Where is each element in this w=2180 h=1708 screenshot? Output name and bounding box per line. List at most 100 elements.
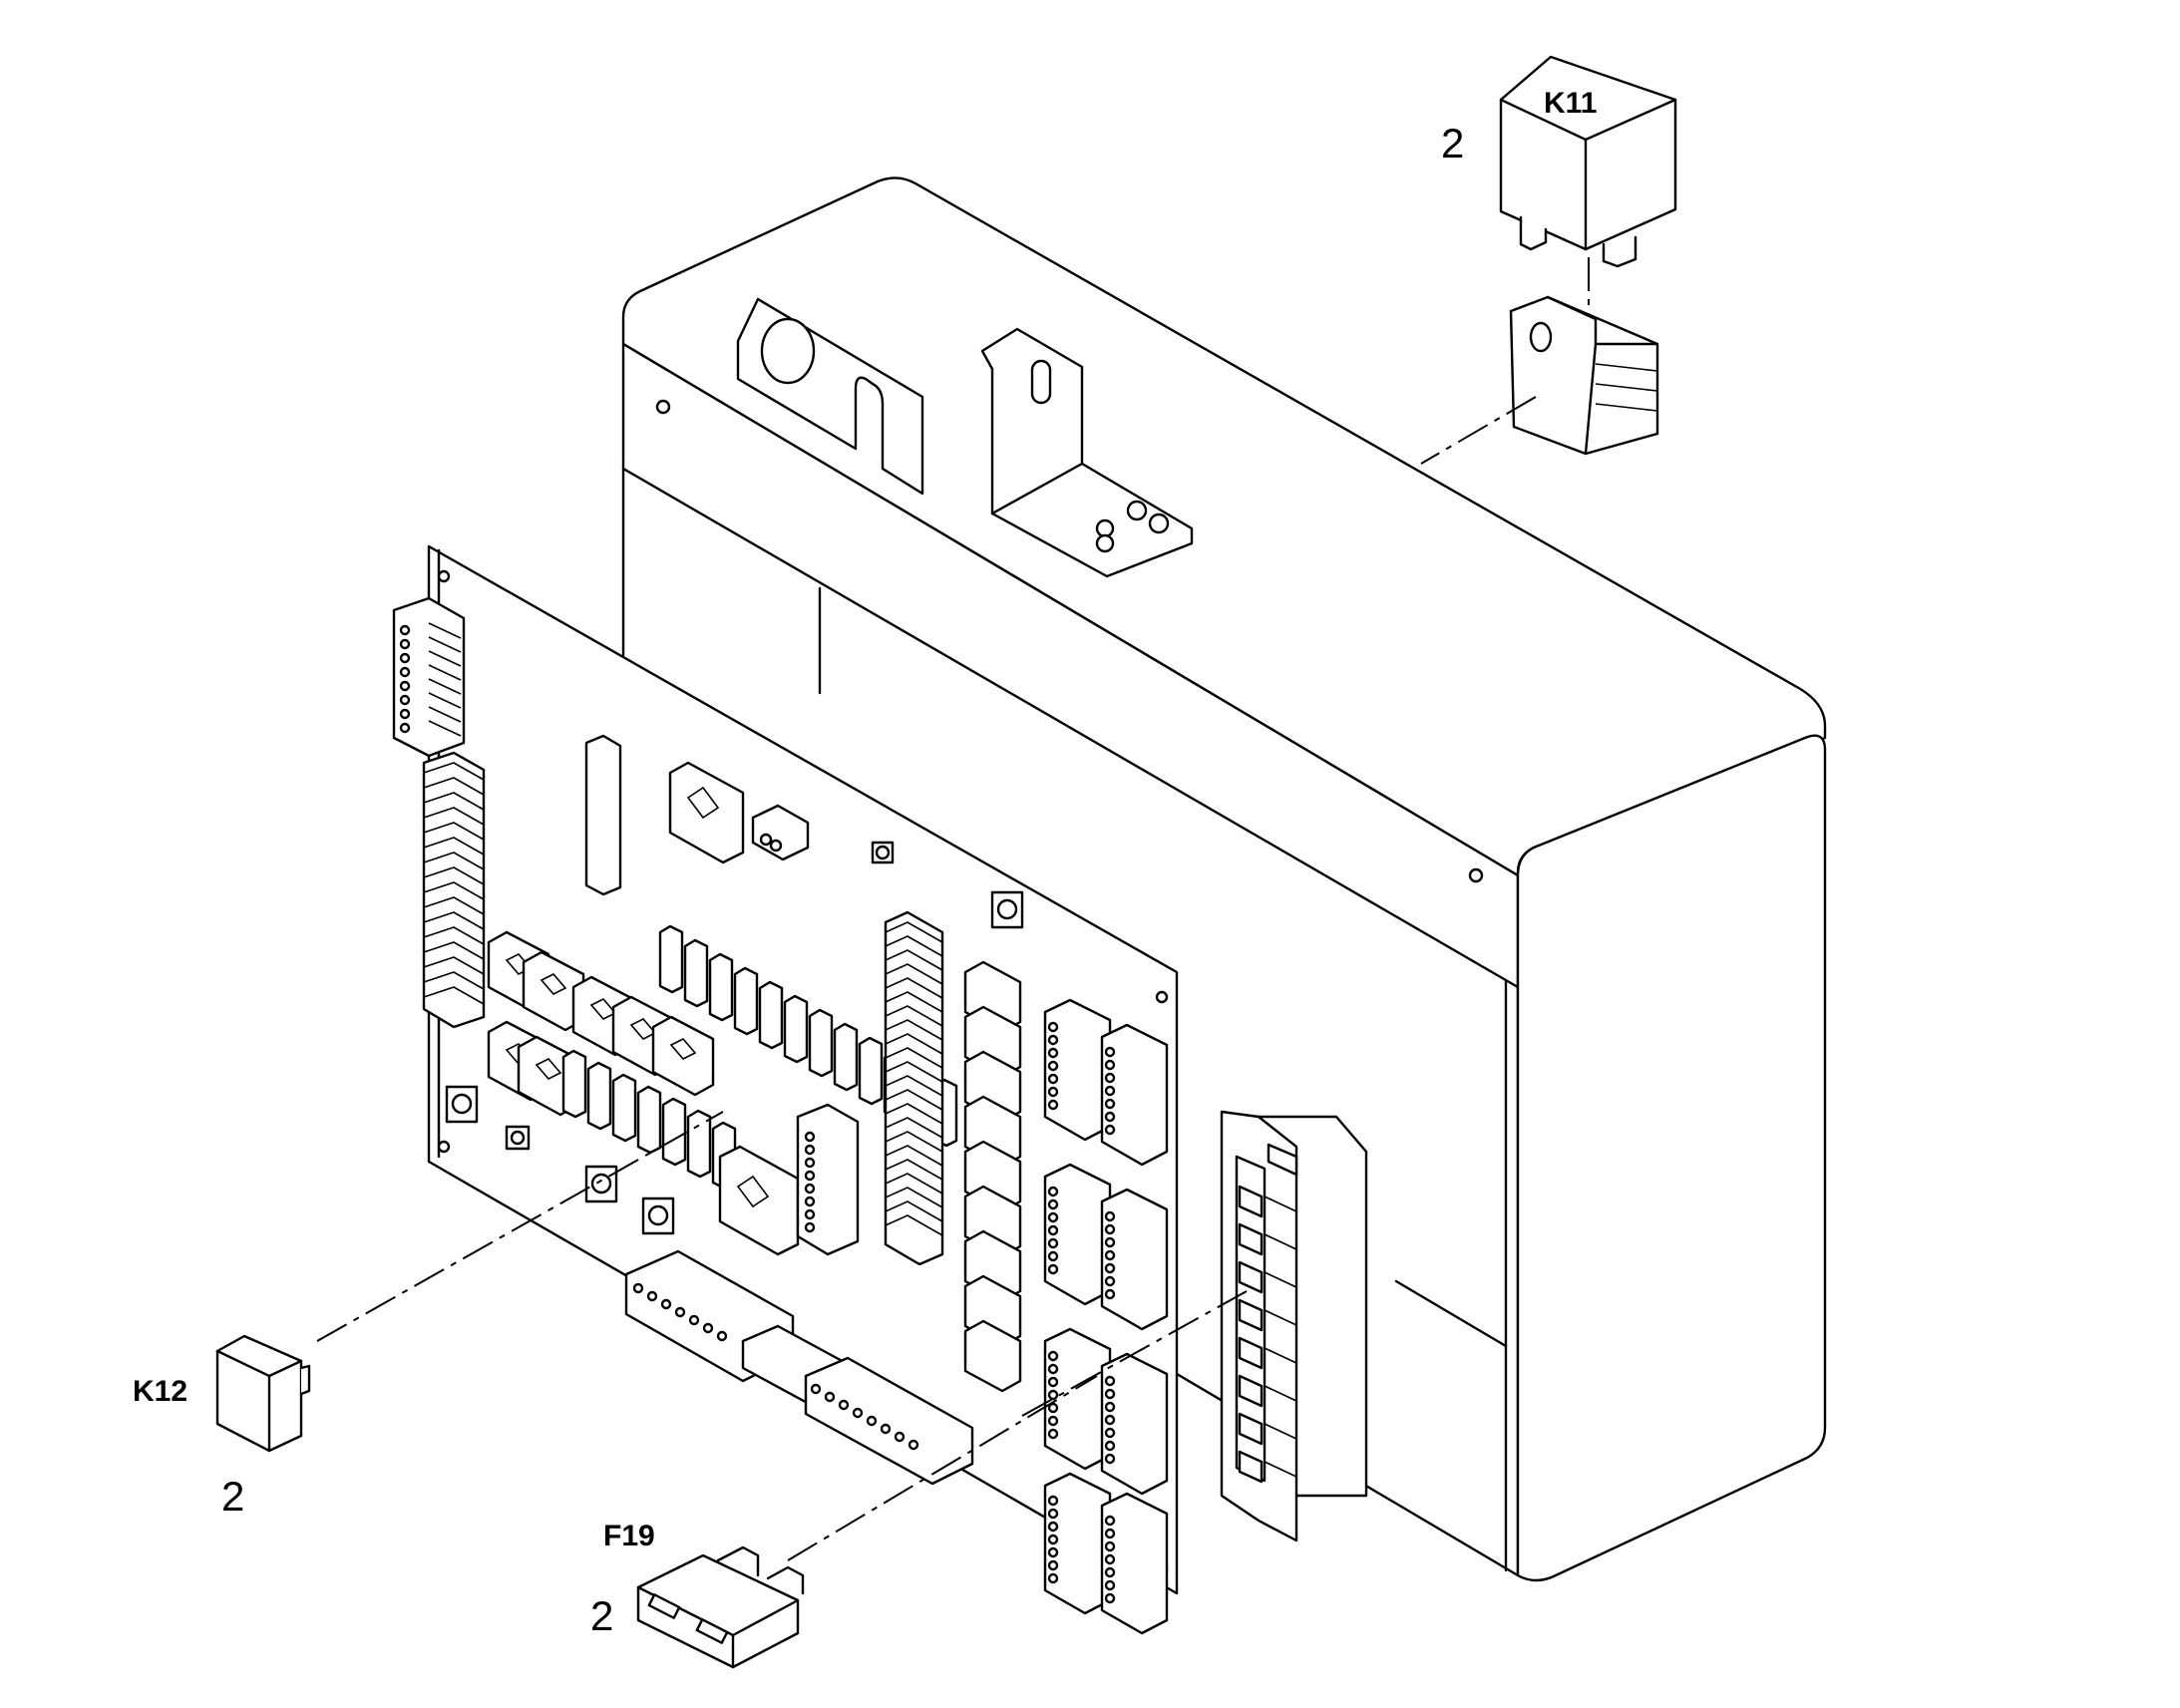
terminal-slot [885, 1117, 943, 1139]
fuse [783, 994, 809, 1064]
fuse [686, 1109, 712, 1179]
fuse [561, 1049, 587, 1119]
terminal-slot [423, 881, 485, 900]
connector-pin [1238, 1374, 1264, 1408]
terminal-pin [804, 1144, 816, 1156]
terminal-strip-left-long [422, 751, 486, 1029]
terminal-pin [399, 666, 411, 678]
bottom-connector-3 [804, 1356, 974, 1486]
fuse-f19 [636, 1545, 805, 1669]
terminal-pin [804, 1131, 816, 1143]
terminal-slot [885, 963, 943, 985]
terminal-pin [804, 1196, 816, 1207]
k11-quantity: 2 [1441, 120, 1464, 167]
terminal-slot [885, 1145, 943, 1167]
fuse [636, 1085, 662, 1155]
connector-pin [838, 1399, 850, 1411]
terminal-pin [804, 1183, 816, 1195]
terminal-slot [423, 956, 485, 975]
terminal-slot [885, 1131, 943, 1153]
terminal-slot [423, 762, 485, 781]
k12-leader-line [316, 1111, 724, 1342]
connector-pin [908, 1439, 919, 1451]
k11-socket-leader [1420, 396, 1537, 465]
mounting-bracket-right [980, 327, 1194, 578]
k11-label: K11 [1544, 87, 1597, 120]
terminal-slot [885, 1200, 943, 1222]
connector-pin [1238, 1412, 1264, 1446]
terminal-slot [885, 921, 943, 943]
connector-pin [866, 1415, 878, 1427]
k12-quantity: 2 [221, 1473, 244, 1520]
terminal-slot [423, 986, 485, 1005]
terminal-slot [423, 896, 485, 915]
relay [963, 1319, 1022, 1393]
terminal-slot [885, 1047, 943, 1069]
terminal-pin [399, 708, 411, 720]
f19-quantity: 2 [590, 1592, 613, 1639]
relay-column [963, 960, 1022, 1393]
terminal-block [1100, 1492, 1169, 1635]
terminal-pin [804, 1157, 816, 1169]
connector-pin [880, 1423, 892, 1435]
fuse [808, 1008, 834, 1078]
terminal-pin [399, 638, 411, 650]
connector-pin [852, 1407, 864, 1419]
connector-pin [1238, 1185, 1264, 1218]
terminal-slot [885, 1089, 943, 1111]
terminal-slot [885, 977, 943, 999]
terminal-slot [885, 1159, 943, 1181]
connector-pin [674, 1306, 686, 1318]
relay [651, 1015, 715, 1097]
terminal-slot [423, 941, 485, 960]
terminal-slot [885, 1187, 943, 1208]
terminal-pin [399, 624, 411, 636]
connector-leader-line [1021, 1290, 1248, 1417]
terminal-slot [423, 777, 485, 796]
fuse [586, 1061, 612, 1131]
side-connector [1220, 1110, 1368, 1542]
terminal-pin [399, 652, 411, 664]
connector-pin [1238, 1260, 1264, 1294]
connector-pin [1238, 1450, 1264, 1484]
connector-pin [810, 1383, 822, 1395]
relay-socket-center [718, 1145, 800, 1256]
terminal-slot [423, 792, 485, 811]
terminal-slot [885, 1075, 943, 1097]
terminal-slot [885, 935, 943, 957]
k12-label: K12 [133, 1375, 187, 1408]
connector-pin [646, 1290, 658, 1302]
relay-socket-top [668, 761, 745, 864]
f19-label: F19 [603, 1520, 655, 1552]
fuse [708, 952, 734, 1022]
terminal-blocks-right [1043, 998, 1169, 1635]
connector-pin [1238, 1336, 1264, 1370]
terminal-slot [885, 1214, 943, 1236]
connector-pin [688, 1314, 700, 1326]
connector-pin [632, 1282, 644, 1294]
fuse [658, 924, 684, 994]
terminal-pin [399, 722, 411, 734]
terminal-slot [423, 971, 485, 990]
terminal-pin [804, 1221, 816, 1233]
fuse [683, 938, 709, 1008]
fuse [858, 1036, 884, 1106]
terminal-pin [804, 1208, 816, 1220]
terminal-slot [423, 866, 485, 885]
terminal-block [1100, 1023, 1169, 1167]
relay-socket-k11 [1509, 295, 1659, 456]
terminal-slot [885, 1103, 943, 1125]
terminal-slot [885, 949, 943, 971]
connector-pin [894, 1431, 906, 1443]
terminal-slot [423, 852, 485, 870]
connector-pin [1238, 1298, 1264, 1332]
connector-pin [660, 1298, 672, 1310]
terminal-pin [399, 680, 411, 692]
circuit-board [392, 544, 1179, 1635]
terminal-block [1100, 1352, 1169, 1496]
fuse [661, 1097, 687, 1167]
f19-leader-line [787, 1375, 1098, 1561]
terminal-slot [885, 1019, 943, 1041]
connector-pin [1238, 1222, 1264, 1256]
